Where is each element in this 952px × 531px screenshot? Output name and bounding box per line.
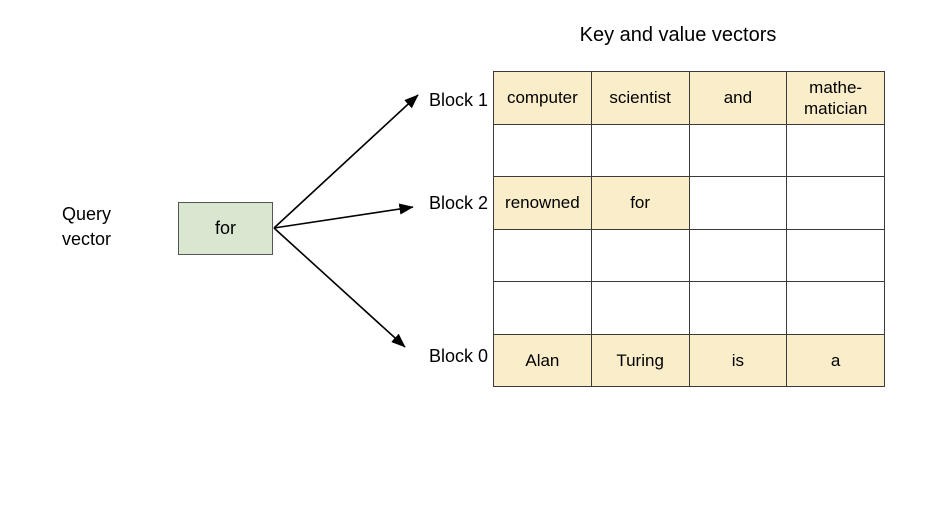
- table-cell[interactable]: [786, 228, 885, 282]
- table-cell[interactable]: and: [688, 71, 788, 125]
- table-cell[interactable]: [786, 176, 885, 230]
- table-cell[interactable]: [590, 281, 690, 335]
- table-cell[interactable]: [786, 123, 885, 177]
- block-label-0: Block 0: [428, 346, 488, 366]
- table-row: [493, 281, 885, 335]
- page-title: Key and value vectors: [579, 24, 777, 46]
- table-cell[interactable]: [590, 228, 690, 282]
- table-cell[interactable]: is: [688, 333, 788, 387]
- table-cell[interactable]: mathe-matician: [786, 71, 885, 125]
- query-vector-label: Query vector: [62, 202, 170, 252]
- table-row: [493, 228, 885, 282]
- table-cell[interactable]: renowned: [493, 176, 592, 230]
- table-cell[interactable]: [688, 123, 788, 177]
- table-cell[interactable]: computer: [493, 71, 592, 125]
- arrow-to-block-1-icon: [273, 94, 419, 229]
- table-cell[interactable]: [493, 281, 592, 335]
- table-cell[interactable]: [688, 176, 788, 230]
- arrow-to-block-2-icon: [273, 203, 414, 229]
- table-cell-line: matician: [803, 98, 868, 118]
- table-cell[interactable]: [688, 228, 788, 282]
- query-vector-box[interactable]: for: [178, 202, 273, 255]
- table-row: [493, 123, 885, 177]
- table-cell[interactable]: scientist: [590, 71, 690, 125]
- query-vector-label-line-2: vector: [62, 229, 112, 249]
- table-cell[interactable]: [688, 281, 788, 335]
- table-cell[interactable]: [493, 228, 592, 282]
- table-cell[interactable]: [590, 123, 690, 177]
- table-cell[interactable]: Alan: [493, 333, 592, 387]
- table-cell[interactable]: a: [786, 333, 885, 387]
- table-cell[interactable]: [786, 281, 885, 335]
- table-cell-line: mathe-: [809, 77, 863, 97]
- table-cell[interactable]: for: [590, 176, 690, 230]
- block-label-1: Block 1: [428, 90, 488, 110]
- table-cell[interactable]: [493, 123, 592, 177]
- query-vector-token: for: [214, 218, 236, 238]
- arrow-to-block-0-icon: [273, 227, 406, 348]
- block-label-2: Block 2: [428, 193, 488, 213]
- query-vector-label-line-1: Query: [62, 204, 112, 224]
- table-cell[interactable]: Turing: [590, 333, 690, 387]
